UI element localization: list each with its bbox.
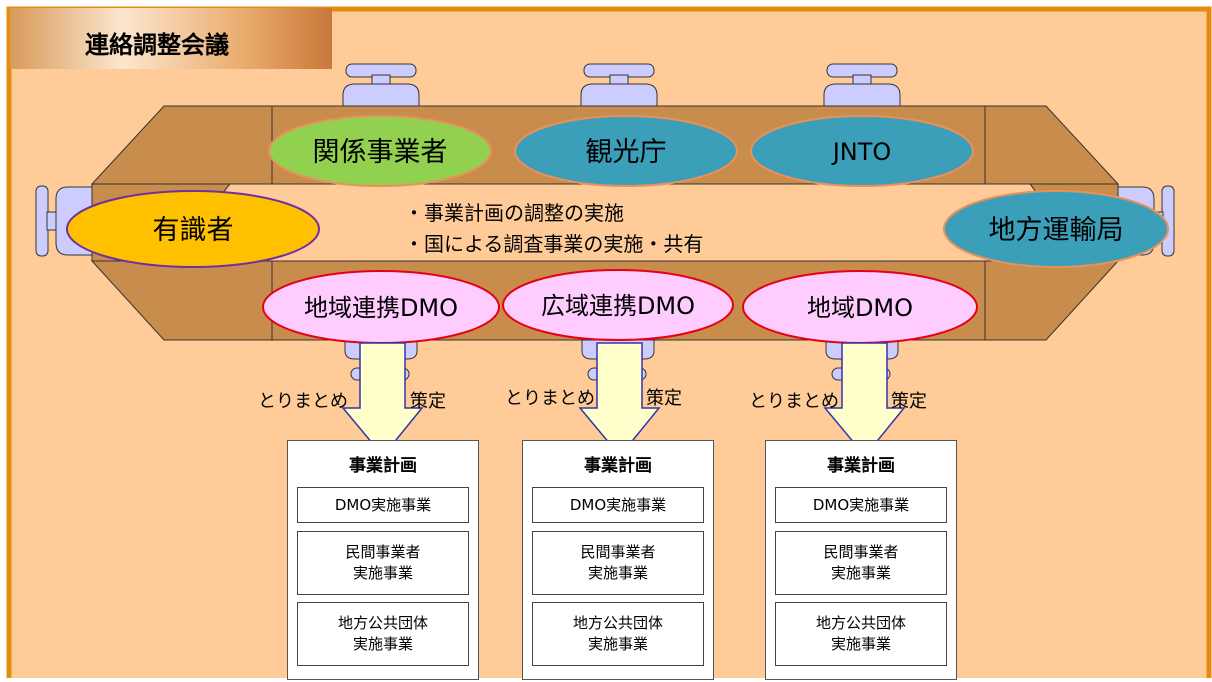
participant-ellipse bbox=[268, 115, 492, 187]
top-valve-2 bbox=[580, 63, 658, 107]
plan-item: DMO実施事業 bbox=[297, 487, 469, 523]
down-arrow bbox=[823, 342, 906, 458]
center-text-2: ・国による調査事業の実施・共有 bbox=[404, 232, 703, 256]
participant-label: JNTO bbox=[831, 138, 892, 166]
plan-title: 事業計画 bbox=[584, 456, 652, 476]
diagram-title: 連絡調整会議 bbox=[85, 31, 229, 59]
plan-panel: 事業計画 DMO実施事業 民間事業者 実施事業 地方公共団体 実施事業 bbox=[765, 440, 957, 680]
plan-item: 地方公共団体 実施事業 bbox=[775, 602, 947, 666]
participant-ellipse bbox=[502, 269, 734, 341]
plan-panel: 事業計画 DMO実施事業 民間事業者 実施事業 地方公共団体 実施事業 bbox=[287, 440, 479, 680]
plan-item: 地方公共団体 実施事業 bbox=[297, 602, 469, 666]
down-arrow bbox=[578, 342, 661, 458]
plan-item: 民間事業者 実施事業 bbox=[775, 531, 947, 595]
participant-ellipse bbox=[943, 190, 1169, 268]
participant-label: 地域DMO bbox=[807, 294, 913, 322]
arrow-label-left: とりまとめ bbox=[505, 388, 595, 409]
center-text-1: ・事業計画の調整の実施 bbox=[404, 201, 624, 225]
arrow-label-right: 策定 bbox=[646, 388, 682, 409]
title-banner bbox=[10, 8, 332, 69]
down-arrow bbox=[341, 342, 424, 458]
plan-item: DMO実施事業 bbox=[532, 487, 704, 523]
plan-title: 事業計画 bbox=[349, 456, 417, 476]
participant-ellipse bbox=[66, 190, 320, 268]
top-valve-1 bbox=[342, 63, 420, 107]
plan-panel: 事業計画 DMO実施事業 民間事業者 実施事業 地方公共団体 実施事業 bbox=[522, 440, 714, 680]
participant-label: 観光庁 bbox=[586, 137, 667, 168]
top-valve-3 bbox=[823, 63, 901, 107]
arrow-label-left: とりまとめ bbox=[749, 391, 839, 412]
participant-ellipse bbox=[750, 115, 974, 187]
participant-label: 地域連携DMO bbox=[304, 294, 458, 322]
participant-label: 関係事業者 bbox=[313, 137, 448, 168]
participant-label: 有識者 bbox=[153, 215, 234, 246]
participant-ellipse bbox=[514, 115, 738, 187]
arrow-label-left: とりまとめ bbox=[258, 391, 348, 412]
plan-item: 民間事業者 実施事業 bbox=[532, 531, 704, 595]
plan-item: 地方公共団体 実施事業 bbox=[532, 602, 704, 666]
plan-title: 事業計画 bbox=[827, 456, 895, 476]
arrow-label-right: 策定 bbox=[891, 391, 927, 412]
arrow-label-right: 策定 bbox=[410, 391, 446, 412]
participant-label: 地方運輸局 bbox=[989, 215, 1124, 246]
plan-item: DMO実施事業 bbox=[775, 487, 947, 523]
plan-item: 民間事業者 実施事業 bbox=[297, 531, 469, 595]
participant-label: 広域連携DMO bbox=[541, 292, 695, 320]
